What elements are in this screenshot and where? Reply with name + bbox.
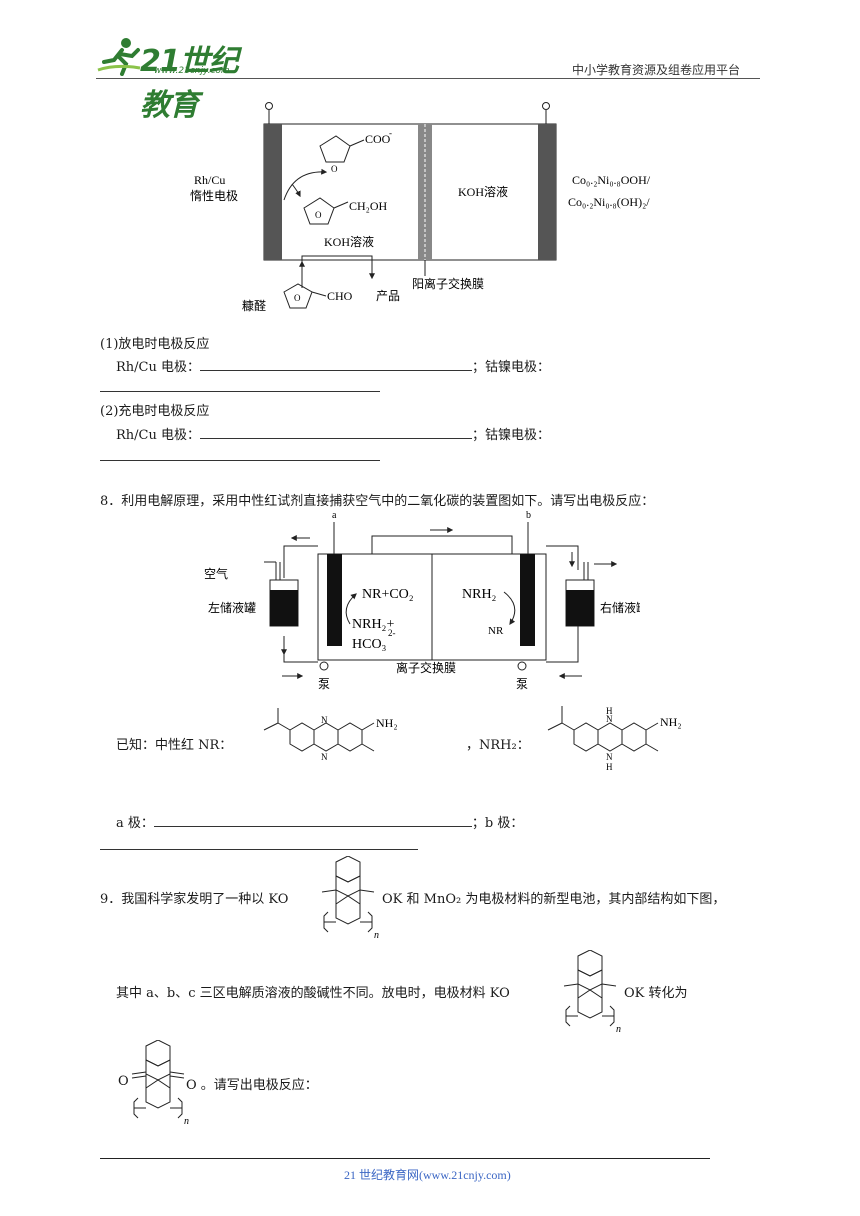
left-bot-species-1: NRH₂+ <box>352 617 394 632</box>
right-pump-label: 泵 <box>516 677 528 691</box>
left-electrode-label-1: Rh/Cu <box>194 173 225 187</box>
platform-title: 中小学教育资源及组卷应用平台 <box>572 63 741 77</box>
q8-known-label: 已知：中性红 NR： <box>116 738 233 753</box>
furfural-structure: O CHO <box>283 283 353 309</box>
nrh2-nh2-label: NH₂ <box>660 715 682 729</box>
q7-part2-right-blank[interactable] <box>100 459 380 461</box>
svg-text:-: - <box>389 128 392 138</box>
electrode-a-label: a <box>332 510 337 521</box>
q9-line1-a: 9．我国科学家发明了一种以 KO <box>100 892 289 907</box>
footer-link[interactable]: 21 世纪教育网(www.21cnjy.com) <box>344 1168 511 1182</box>
electrode-b <box>520 554 535 646</box>
svg-text:O: O <box>315 210 322 220</box>
q7-part1-line: Rh/Cu 电极： ；钴镍电极： <box>116 356 550 375</box>
q7-part2-left-label: Rh/Cu 电极： <box>116 428 200 443</box>
q7-part2-line: Rh/Cu 电极： ；钴镍电极： <box>116 424 550 443</box>
q9-line1-b: OK 和 MnO₂ 为电极材料的新型电池，其内部结构如下图， <box>382 892 726 907</box>
b-pole-label: ；b 极： <box>471 816 524 831</box>
svg-text:2-: 2- <box>388 628 396 638</box>
svg-text:N: N <box>606 714 613 724</box>
polymer-ko-structure-1: n <box>321 856 379 940</box>
feed-label: 糠醛 <box>242 298 266 313</box>
furoate-structure: O COO - <box>319 128 392 174</box>
left-pump-label: 泵 <box>318 677 330 691</box>
svg-text:O: O <box>331 164 338 174</box>
membrane-label: 阳离子交换膜 <box>412 276 484 291</box>
left-tank-label: 左储液罐 <box>208 600 256 615</box>
nr-nh2-label: NH₂ <box>376 716 398 730</box>
q9-line2-a: 其中 a、b、c 三区电解质溶液的酸碱性不同。放电时，电极材料 KO <box>116 986 510 1001</box>
runner-logo-icon <box>97 38 141 76</box>
svg-text:n: n <box>616 1024 621 1034</box>
right-bot-species: NR <box>488 625 504 637</box>
footer-rule <box>100 1158 710 1159</box>
svg-text:N: N <box>321 752 328 762</box>
q9-line2-b: OK 转化为 <box>624 986 688 1001</box>
electrode-b-label: b <box>526 510 531 521</box>
a-pole-blank[interactable] <box>153 814 472 827</box>
q9-line3-b: O 。请写出电极反应： <box>186 1078 318 1093</box>
right-electrode <box>538 124 556 260</box>
logo-url: www.21cnjy.com <box>154 66 230 76</box>
q7-part2-right-label: ；钴镍电极： <box>472 428 551 443</box>
q8-question: 8．利用电解原理，采用中性红试剂直接捕获空气中的二氧化碳的装置图如下。请写出电极… <box>100 494 655 509</box>
right-tank-label: 右储液罐 <box>600 600 640 615</box>
a-pole-label: a 极： <box>116 816 154 831</box>
q7-part1-left-blank[interactable] <box>200 358 472 371</box>
coo-label: COO <box>365 132 391 146</box>
air-label: 空气 <box>204 566 228 581</box>
left-solution: KOH溶液 <box>324 234 374 249</box>
polymer-ko-structure-2: n <box>563 950 621 1034</box>
nrh2-structure: N H N H NH₂ <box>547 706 682 772</box>
header-rule <box>96 78 760 79</box>
site-logo: 21世纪教育 www.21cnjy.com <box>96 36 266 123</box>
svg-text:n: n <box>374 930 379 940</box>
figure-furfural-battery: O COO - O CH₂OH KOH溶液 KOH溶液 Rh/Cu 惰性电极 C… <box>190 102 651 313</box>
furfuryl-alcohol-structure: O CH₂OH <box>303 197 388 225</box>
left-pump <box>319 661 329 671</box>
svg-text:N: N <box>321 715 328 725</box>
right-electrode-label-1: Co₀.₂Ni₀.₈OOH/ <box>572 173 651 187</box>
q9-line3-a: O <box>118 1074 129 1089</box>
q7-part1-left-label: Rh/Cu 电极： <box>116 360 200 375</box>
svg-text:H: H <box>606 706 613 716</box>
svg-text:H: H <box>606 762 613 772</box>
polymer-quinone-structure: n <box>131 1040 189 1126</box>
svg-text:N: N <box>606 752 613 762</box>
left-bot-species-2: HCO₃ <box>352 637 387 652</box>
left-top-species: NR+CO₂ <box>362 587 414 602</box>
right-pump <box>517 661 527 671</box>
exchange-membrane-label: 离子交换膜 <box>396 660 456 675</box>
product-out-label: 产品 <box>376 289 400 303</box>
b-pole-blank[interactable] <box>100 848 418 850</box>
q7-part1-right-blank[interactable] <box>100 390 380 392</box>
q7-part2-left-blank[interactable] <box>200 426 472 439</box>
logo-title: 21世纪教育 <box>140 44 239 123</box>
ch2oh-label: CH₂OH <box>349 199 388 213</box>
svg-text:n: n <box>184 1116 189 1126</box>
right-top-species: NRH₂ <box>462 587 497 602</box>
q7-part2-title: (2)充电时电极反应 <box>100 404 210 419</box>
q8-nrh2-label: ，NRH₂： <box>466 738 530 753</box>
cho-label: CHO <box>327 289 353 303</box>
svg-text:O: O <box>294 293 301 303</box>
left-electrode-label-2: 惰性电极 <box>190 189 238 203</box>
figure-co2-capture: a b NR+CO₂ NRH₂+ HCO₃ 2- NRH₂ NR 离子交换膜 泵… <box>204 510 640 691</box>
electrode-a <box>327 554 342 646</box>
q7-part1-right-label: ；钴镍电极： <box>472 360 551 375</box>
right-electrode-label-2: Co₀.₂Ni₀.₈(OH)₂/ <box>568 195 650 209</box>
nr-structure: N N NH₂ <box>263 708 398 762</box>
q7-part1-title: (1)放电时电极反应 <box>100 337 210 352</box>
left-electrode <box>264 124 282 260</box>
q8-answer-line: a 极： ；b 极： <box>116 812 523 831</box>
right-solution: KOH溶液 <box>458 184 508 199</box>
